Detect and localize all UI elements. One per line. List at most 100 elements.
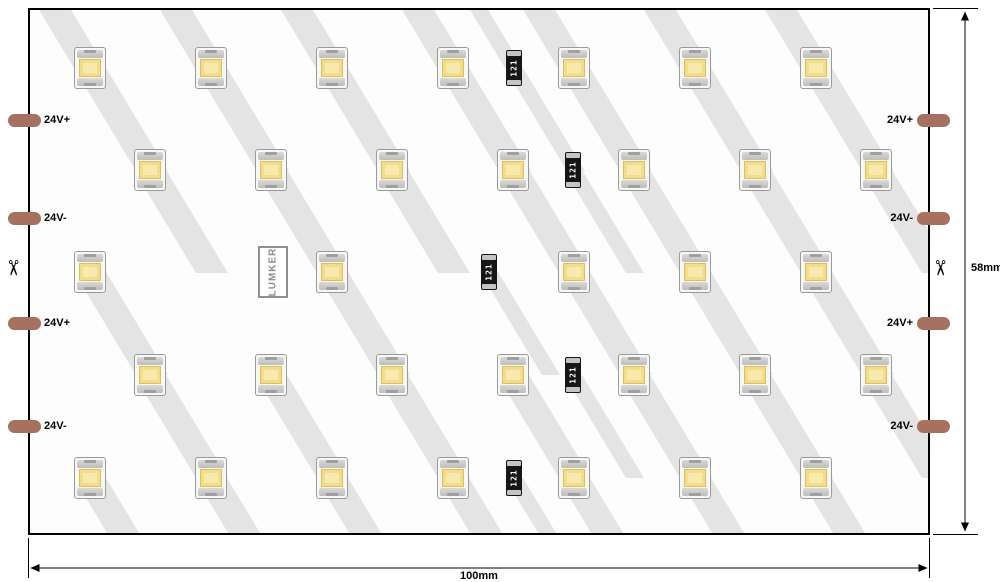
solder-trail bbox=[558, 272, 652, 375]
led-phosphor bbox=[563, 59, 585, 77]
led-terminal-bottom bbox=[803, 488, 829, 496]
led-terminal-top bbox=[803, 460, 829, 468]
led-terminal-top bbox=[500, 152, 526, 160]
led-terminal-bottom bbox=[440, 488, 466, 496]
led-terminal-top bbox=[440, 50, 466, 58]
resistor-terminal-bottom bbox=[507, 490, 521, 495]
pad-voltage-label: 24V- bbox=[890, 212, 913, 224]
led-component bbox=[316, 47, 348, 89]
led-terminal-bottom bbox=[682, 488, 708, 496]
led-phosphor bbox=[139, 161, 161, 179]
led-terminal-bottom bbox=[440, 78, 466, 86]
led-terminal-top bbox=[500, 357, 526, 365]
solder-trail bbox=[497, 375, 591, 478]
solder-trail bbox=[316, 68, 410, 171]
led-component bbox=[437, 457, 469, 499]
strip-trail-layer bbox=[28, 8, 930, 535]
led-terminal-top bbox=[621, 357, 647, 365]
led-component bbox=[679, 47, 711, 89]
led-phosphor bbox=[260, 161, 282, 179]
led-terminal-top bbox=[561, 50, 587, 58]
led-terminal-bottom bbox=[561, 78, 587, 86]
led-terminal-top bbox=[682, 460, 708, 468]
led-phosphor bbox=[79, 59, 101, 77]
resistor-terminal-top bbox=[507, 51, 521, 56]
led-terminal-top bbox=[682, 50, 708, 58]
resistor-value: 121 bbox=[568, 366, 578, 384]
solder-trail bbox=[618, 170, 712, 273]
led-component bbox=[316, 457, 348, 499]
resistor-value: 121 bbox=[484, 263, 494, 281]
width-dimension-label: 100mm bbox=[460, 570, 498, 582]
led-phosphor bbox=[381, 366, 403, 384]
solder-pad-right bbox=[917, 316, 950, 330]
led-terminal-top bbox=[561, 254, 587, 262]
led-terminal-bottom bbox=[803, 78, 829, 86]
led-terminal-bottom bbox=[742, 385, 768, 393]
led-terminal-bottom bbox=[319, 282, 345, 290]
led-terminal-bottom bbox=[137, 180, 163, 188]
solder-trail bbox=[255, 170, 349, 273]
led-terminal-bottom bbox=[500, 385, 526, 393]
led-phosphor bbox=[563, 469, 585, 487]
led-component bbox=[195, 457, 227, 499]
solder-trail bbox=[74, 68, 168, 171]
led-component bbox=[739, 149, 771, 191]
led-terminal-top bbox=[198, 50, 224, 58]
led-terminal-top bbox=[742, 152, 768, 160]
led-phosphor bbox=[502, 161, 524, 179]
led-terminal-top bbox=[258, 152, 284, 160]
solder-trail bbox=[679, 272, 773, 375]
led-terminal-bottom bbox=[561, 282, 587, 290]
resistor-terminal-top bbox=[482, 255, 496, 260]
solder-trail bbox=[195, 68, 289, 171]
led-phosphor bbox=[442, 469, 464, 487]
led-component bbox=[74, 457, 106, 499]
solder-trail bbox=[800, 272, 894, 375]
solder-pad-right bbox=[917, 113, 950, 127]
led-component bbox=[618, 354, 650, 396]
led-terminal-bottom bbox=[258, 385, 284, 393]
led-component bbox=[376, 354, 408, 396]
led-terminal-top bbox=[803, 254, 829, 262]
solder-trail bbox=[564, 170, 644, 273]
led-component bbox=[800, 251, 832, 293]
led-terminal-top bbox=[742, 357, 768, 365]
led-terminal-top bbox=[863, 357, 889, 365]
led-terminal-bottom bbox=[198, 78, 224, 86]
led-terminal-top bbox=[77, 254, 103, 262]
led-terminal-bottom bbox=[77, 282, 103, 290]
led-phosphor bbox=[79, 469, 101, 487]
solder-pad-left bbox=[8, 419, 41, 433]
led-component bbox=[497, 149, 529, 191]
solder-trail bbox=[480, 272, 560, 375]
led-phosphor bbox=[260, 366, 282, 384]
resistor-terminal-bottom bbox=[482, 284, 496, 289]
led-terminal-bottom bbox=[198, 488, 224, 496]
solder-pad-right bbox=[917, 419, 950, 433]
solder-trail bbox=[497, 170, 591, 273]
led-terminal-bottom bbox=[682, 282, 708, 290]
led-terminal-bottom bbox=[863, 180, 889, 188]
pad-voltage-label: 24V+ bbox=[887, 317, 913, 329]
led-phosphor bbox=[744, 366, 766, 384]
led-terminal-top bbox=[77, 460, 103, 468]
resistor-terminal-top bbox=[507, 461, 521, 466]
led-terminal-top bbox=[379, 152, 405, 160]
solder-trail bbox=[739, 375, 833, 478]
led-component bbox=[800, 457, 832, 499]
led-component bbox=[739, 354, 771, 396]
led-phosphor bbox=[744, 161, 766, 179]
pad-voltage-label: 24V- bbox=[44, 420, 67, 432]
led-component bbox=[679, 457, 711, 499]
led-phosphor bbox=[623, 366, 645, 384]
led-terminal-top bbox=[379, 357, 405, 365]
led-component bbox=[860, 354, 892, 396]
led-component bbox=[437, 47, 469, 89]
led-component bbox=[195, 47, 227, 89]
led-component bbox=[497, 354, 529, 396]
led-phosphor bbox=[805, 59, 827, 77]
led-terminal-bottom bbox=[379, 180, 405, 188]
